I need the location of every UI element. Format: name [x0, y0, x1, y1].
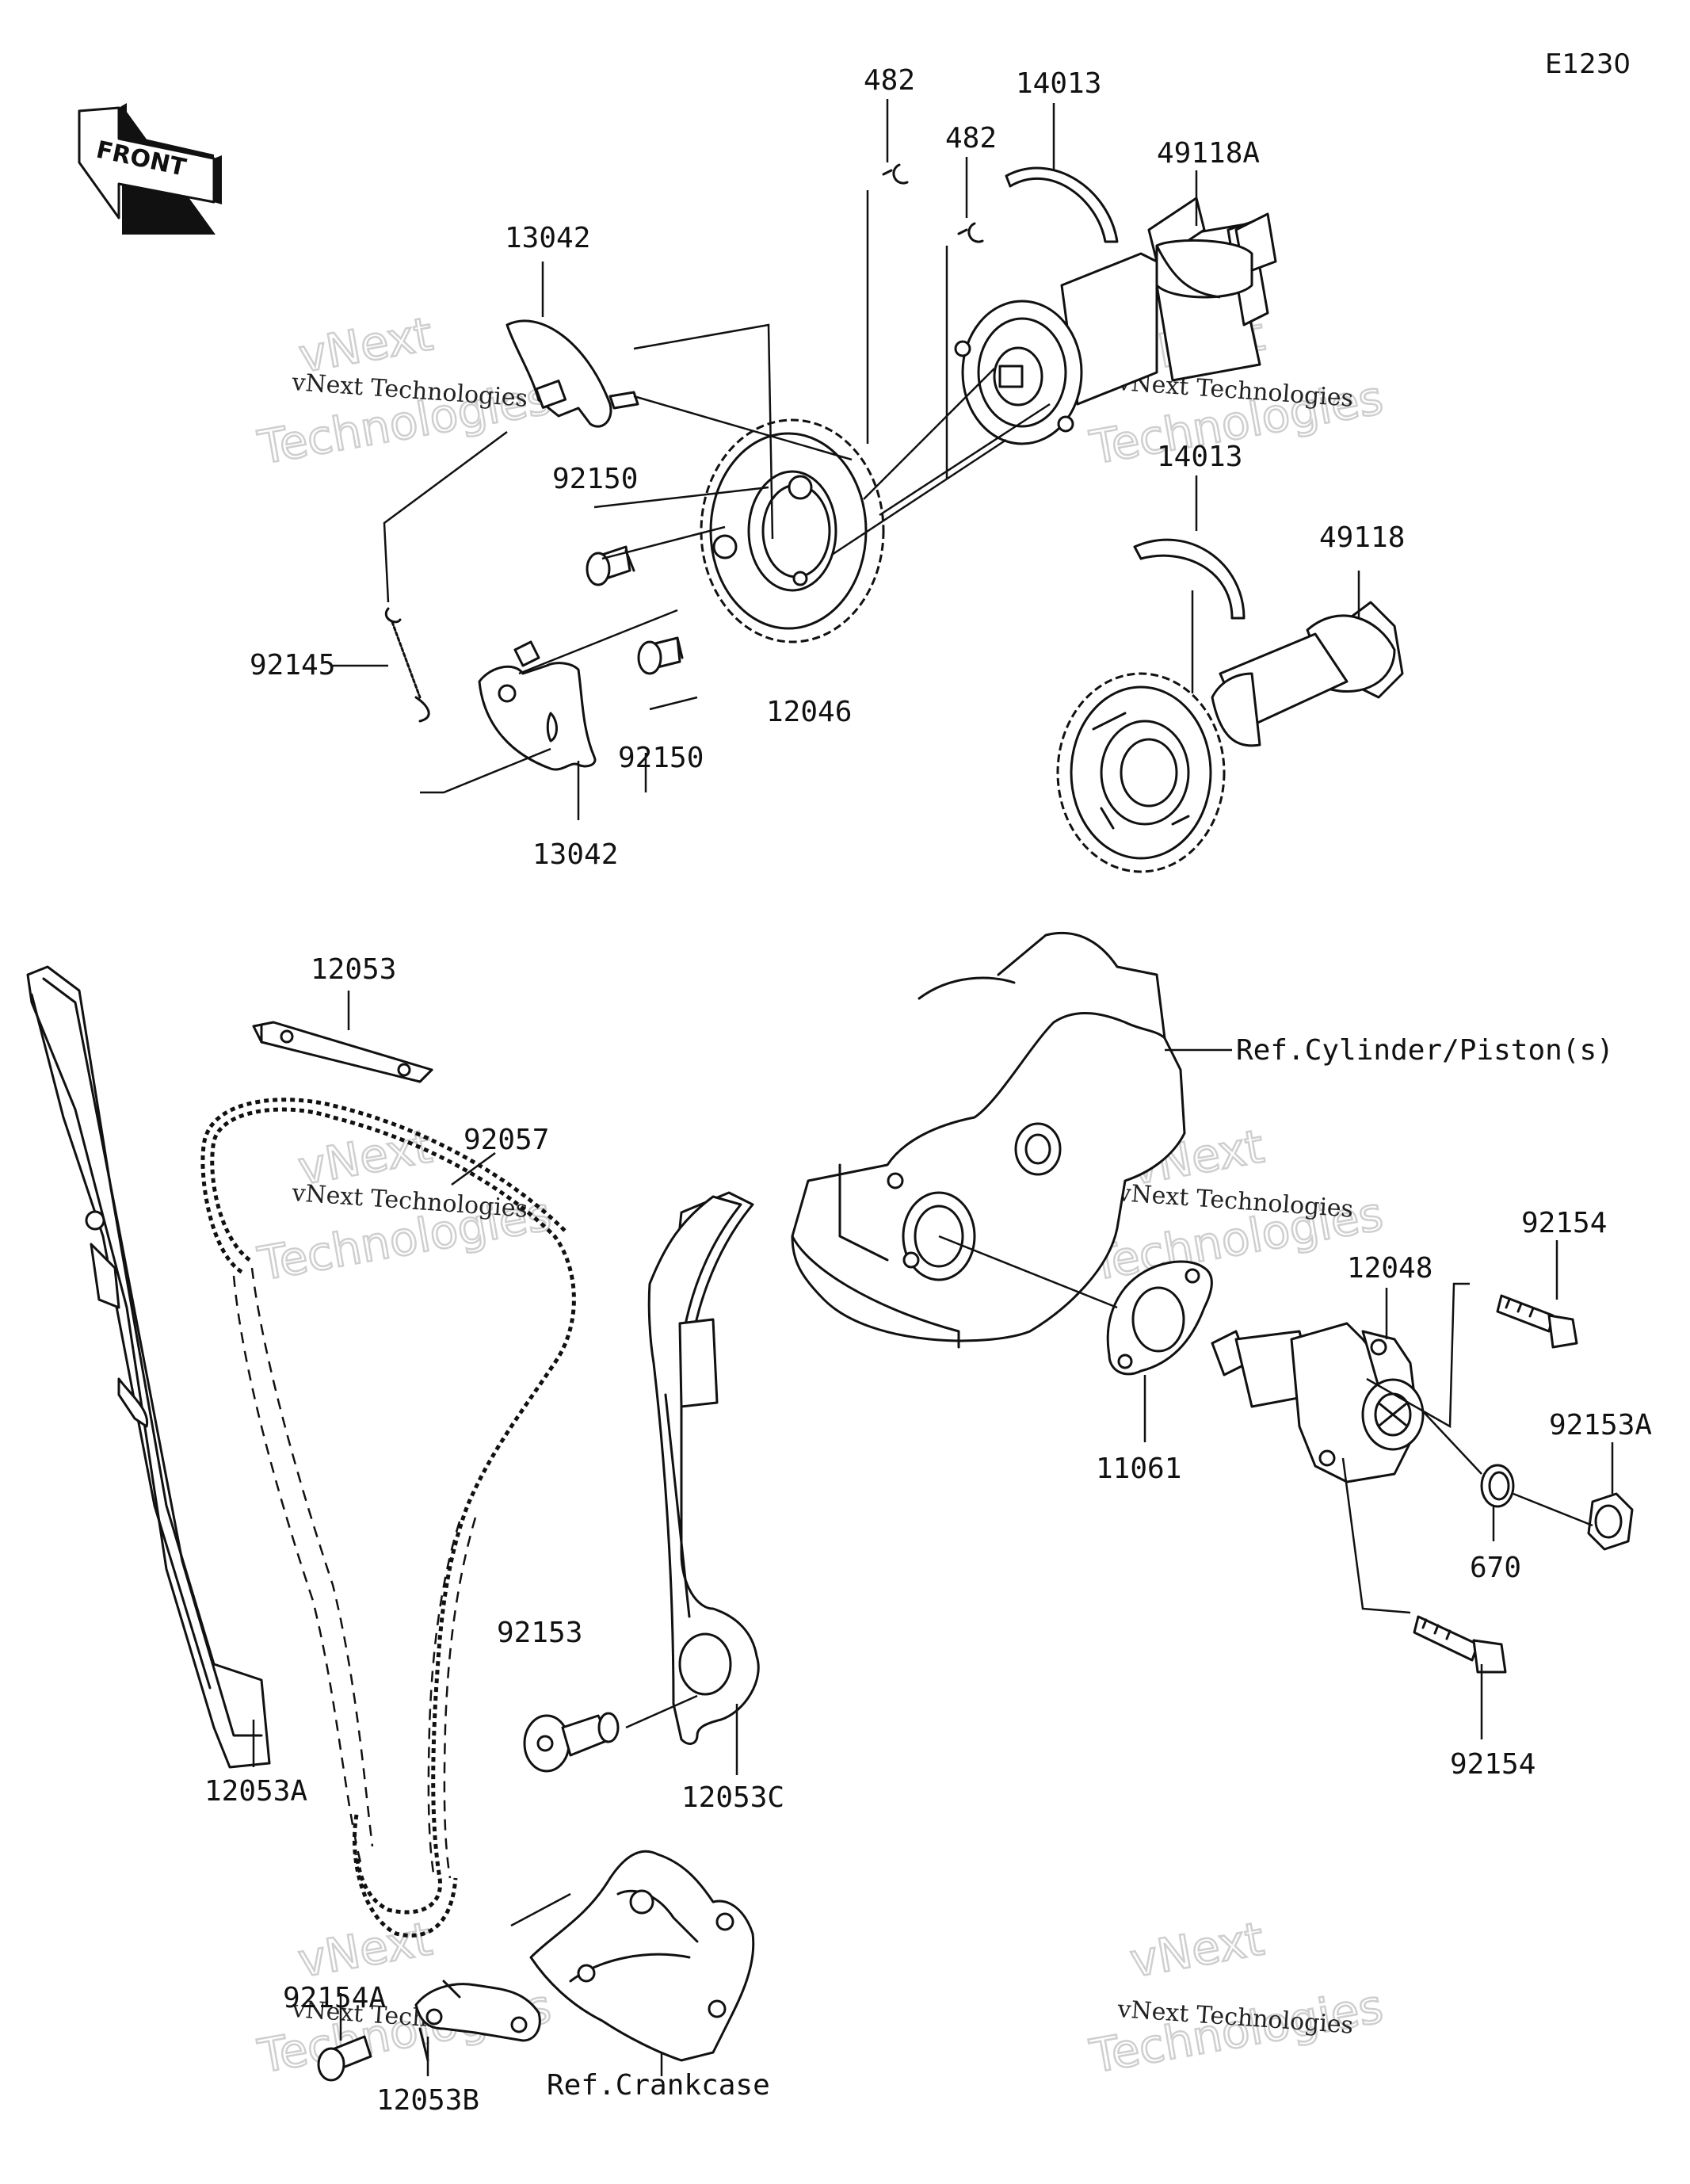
- label-12046: 12046: [766, 696, 852, 728]
- circlip-482-lower: [957, 222, 984, 243]
- chain-guide-12053C: [647, 1191, 760, 1745]
- camshaft-49118: [1056, 601, 1404, 873]
- pivot-bolt-92153: [523, 1712, 620, 1773]
- label-12053C: 12053C: [681, 1781, 784, 1814]
- label-49118: 49118: [1319, 521, 1405, 554]
- label-14013: 14013: [1157, 441, 1242, 473]
- watermark-big-1: vNext: [1126, 1911, 1268, 1987]
- half-ring-14013-lower: [1133, 538, 1246, 620]
- bolt-92150-lower: [637, 636, 684, 675]
- label-11061: 11061: [1096, 1453, 1181, 1485]
- label-12053B: 12053B: [376, 2084, 479, 2117]
- label-13042: 13042: [532, 838, 618, 871]
- label-12053: 12053: [311, 953, 396, 986]
- label-13042: 13042: [505, 222, 590, 254]
- bolt-92154A: [317, 2035, 372, 2082]
- half-ring-14013-upper: [1005, 166, 1119, 243]
- ref-crankcase-label: Ref.Crankcase: [547, 2069, 770, 2102]
- label-92154: 92154: [1521, 1207, 1607, 1239]
- label-92154A: 92154A: [283, 1982, 386, 2014]
- label-12053A: 12053A: [204, 1775, 307, 1808]
- circlip-482-upper: [882, 163, 909, 185]
- spring-92145: [384, 607, 430, 723]
- guide-bracket-12053B: [414, 1980, 541, 2062]
- label-49118A: 49118A: [1157, 137, 1260, 170]
- decompression-weight-13042-lower: [478, 640, 597, 771]
- o-ring-670: [1480, 1464, 1515, 1508]
- tensioner-12048: [1211, 1322, 1425, 1483]
- label-482: 482: [864, 64, 915, 97]
- gasket-11061: [1106, 1260, 1213, 1376]
- label-92154: 92154: [1450, 1748, 1535, 1781]
- diagram-code: E1230: [1545, 48, 1631, 80]
- label-14013: 14013: [1016, 67, 1101, 100]
- bolt-92154-lower: [1413, 1615, 1507, 1674]
- label-92153A: 92153A: [1549, 1409, 1652, 1441]
- cam-chain-92057: [200, 1098, 576, 1938]
- decompression-weight-13042-upper: [505, 319, 639, 428]
- label-92150: 92150: [552, 463, 638, 495]
- label-92145: 92145: [250, 649, 335, 682]
- label-92150: 92150: [618, 742, 704, 774]
- label-670: 670: [1470, 1552, 1521, 1584]
- watermark-bottom-right: vNext Technologies: [1085, 1911, 1387, 2085]
- cylinder-ref-shape: [791, 931, 1186, 1349]
- label-482: 482: [945, 122, 997, 155]
- label-92153: 92153: [497, 1617, 582, 1649]
- camshaft-49118A: [954, 197, 1277, 445]
- cam-sprocket-12046: [700, 418, 885, 643]
- ref-cylinder-label: Ref.Cylinder/Piston(s): [1236, 1034, 1614, 1067]
- chain-guide-12053A: [26, 965, 271, 1769]
- label-92057: 92057: [464, 1124, 549, 1156]
- leader-lines: [252, 99, 1614, 2076]
- bolt-92150-upper: [586, 545, 635, 586]
- bolt-92154-upper: [1496, 1294, 1578, 1349]
- label-12048: 12048: [1347, 1252, 1432, 1285]
- crankcase-ref-shape: [529, 1850, 755, 2062]
- nut-92153A: [1587, 1492, 1634, 1551]
- front-arrow-icon: FRONT: [78, 103, 222, 235]
- chain-slipper-12053: [252, 1021, 433, 1083]
- watermark-big-1: vNext: [294, 1911, 436, 1987]
